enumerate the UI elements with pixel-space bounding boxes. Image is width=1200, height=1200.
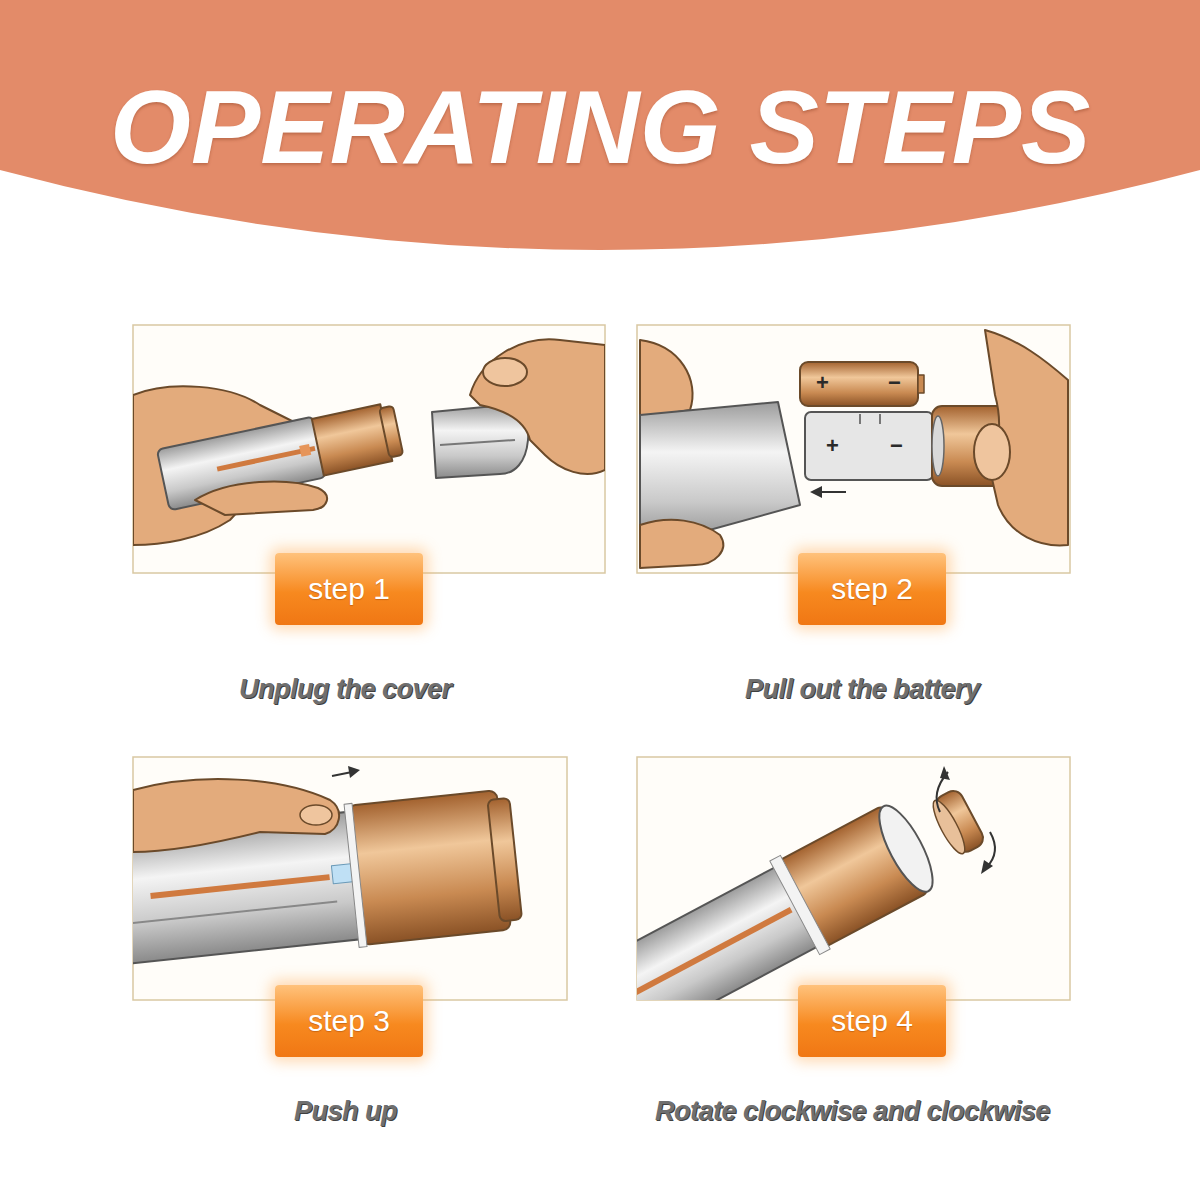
polarity-mark: −: [888, 370, 901, 395]
step-badge: step 3: [275, 985, 423, 1057]
step4-illustration-part-part: [637, 907, 793, 1000]
polarity-mark: +: [816, 370, 829, 395]
step1-illustration-part: [483, 358, 527, 386]
step2-illustration-part: [800, 362, 918, 406]
title-banner: [0, 0, 1200, 250]
step4-illustration-part: [981, 860, 993, 874]
step2-illustration-part: [640, 340, 693, 418]
step2-illustration-part: [974, 424, 1010, 480]
step2-illustration-part: [879, 414, 881, 424]
step2-illustration-part: [859, 414, 861, 424]
step3-illustration-part-part: [344, 803, 367, 947]
step3-illustration-part-part: [347, 790, 511, 945]
step3-illustration-part: [133, 779, 339, 852]
step-caption: Pull out the battery: [745, 674, 980, 705]
step1-illustration-part: [440, 440, 515, 445]
step3-illustration-part-part: [487, 798, 522, 922]
polarity-mark: −: [890, 433, 903, 458]
step-badge: step 4: [798, 985, 946, 1057]
step1-illustration-part-part: [379, 406, 403, 458]
step4-illustration-part-part: [869, 799, 942, 899]
step1-illustration-part: [470, 339, 605, 474]
step2-illustration-part: [918, 375, 924, 393]
step2-illustration-part: [640, 520, 723, 568]
panel-frame-part: [637, 325, 1070, 573]
step2-illustration-part: [805, 412, 933, 480]
step3-illustration-part-part: [150, 874, 330, 899]
panel-frame-part: [133, 325, 605, 573]
step-caption: Unplug the cover: [239, 674, 452, 705]
step2-illustration-part: [810, 486, 822, 498]
step-label: step 2: [831, 572, 913, 606]
step-caption: Push up: [294, 1096, 397, 1127]
step-label: step 1: [308, 572, 390, 606]
step4-illustration-part: [940, 766, 950, 780]
step-badge: step 1: [275, 553, 423, 625]
step3-illustration-part-part: [133, 901, 337, 925]
step2-illustration: [640, 330, 1068, 568]
step4-illustration-part-part: [928, 797, 970, 857]
step4-illustration-part-part: [770, 855, 830, 954]
step3-illustration-part: [348, 766, 360, 778]
step1-illustration: [133, 339, 605, 545]
step4-illustration-part: [637, 794, 945, 1000]
step4-illustration: [637, 766, 995, 1000]
polarity-mark: +: [826, 433, 839, 458]
step3-illustration: [133, 766, 523, 973]
step2-illustration-part: [932, 416, 944, 476]
step1-illustration-part-part: [299, 444, 311, 457]
step-label: step 4: [831, 1004, 913, 1038]
step3-illustration-part: [300, 805, 332, 825]
step-caption: Rotate clockwise and clockwise: [655, 1096, 1050, 1127]
page-title: OPERATING STEPS: [110, 68, 1090, 188]
step2-illustration-part: [818, 491, 846, 493]
step3-illustration-part: [332, 772, 352, 776]
step1-illustration-part: [195, 482, 327, 515]
step-badge: step 2: [798, 553, 946, 625]
step-label: step 3: [308, 1004, 390, 1038]
